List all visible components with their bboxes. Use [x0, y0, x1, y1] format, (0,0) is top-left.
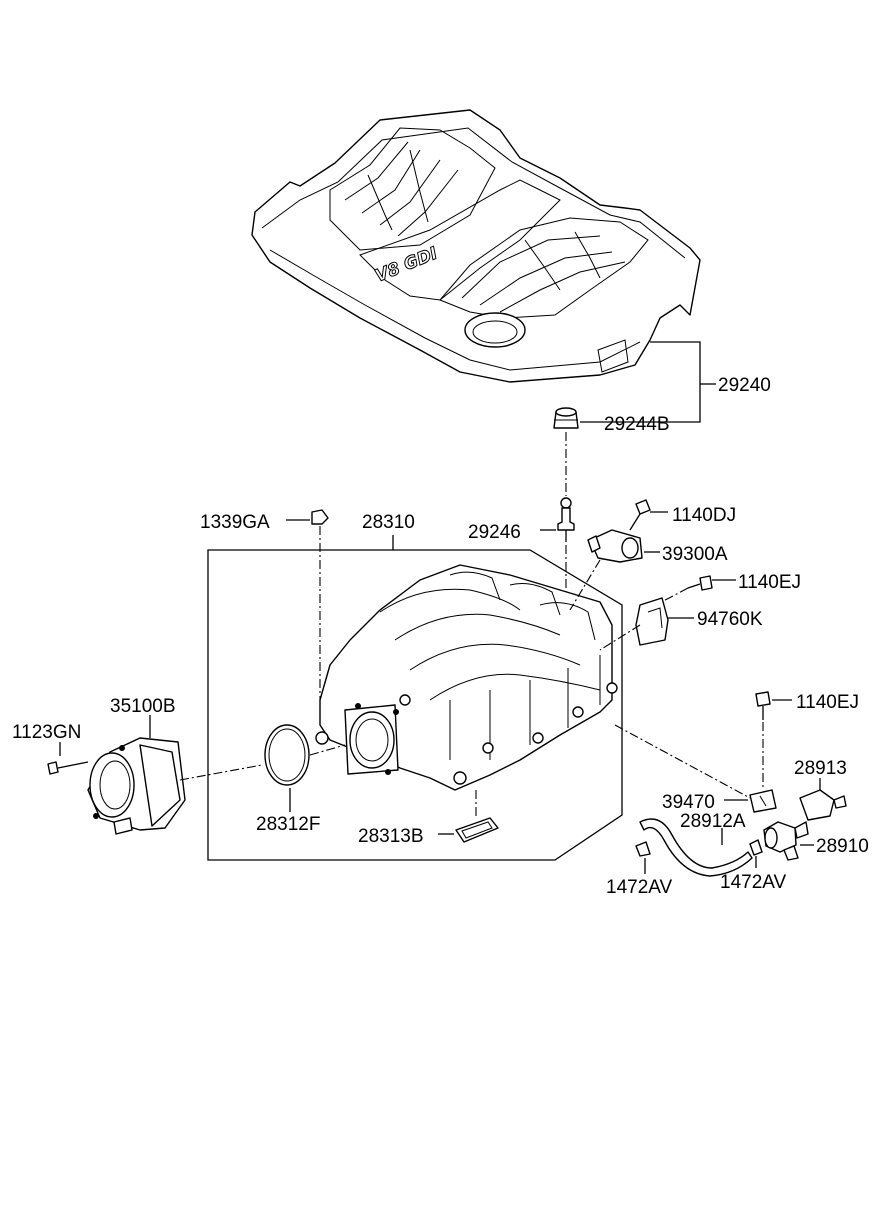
label-28913: 28913	[794, 758, 847, 779]
bolt-1339ga	[311, 509, 329, 700]
label-1472av-right: 1472AV	[720, 872, 787, 893]
valve-28913	[799, 789, 847, 821]
label-1472av-left: 1472AV	[606, 877, 673, 898]
gasket-28313b	[455, 817, 499, 843]
label-1140ej-lower: 1140EJ	[796, 692, 859, 713]
label-1123gn: 1123GN	[12, 722, 81, 743]
ball-stud	[557, 497, 575, 542]
bolt-1140dj	[629, 499, 651, 531]
assembly-box	[207, 549, 623, 861]
label-1339ga: 1339GA	[200, 512, 270, 533]
gasket-28312f	[264, 724, 310, 786]
bracket-39470	[749, 789, 777, 813]
bracket-94760k	[635, 597, 669, 646]
leader-29240	[580, 341, 701, 423]
intake-manifold	[315, 564, 618, 791]
label-28312f: 28312F	[256, 814, 320, 835]
clamp-1472av-left	[635, 841, 651, 857]
label-29244b: 29244B	[604, 414, 670, 435]
label-28912a: 28912A	[680, 811, 746, 832]
label-28910: 28910	[816, 836, 869, 857]
label-35100b: 35100B	[110, 696, 176, 717]
cover-grommet	[553, 407, 579, 429]
clamp-1472av-right	[749, 839, 763, 856]
label-94760k: 94760K	[697, 609, 763, 630]
bolt-1123gn	[47, 761, 89, 775]
sensor-39300a	[587, 529, 643, 563]
label-29246: 29246	[468, 522, 521, 543]
label-39470: 39470	[662, 792, 715, 813]
label-39300a: 39300A	[662, 544, 728, 565]
label-1140ej-upper: 1140EJ	[738, 572, 801, 593]
bolt-1140ej-upper	[687, 575, 713, 591]
label-28313b: 28313B	[358, 826, 424, 847]
engine-cover: V8 GDI	[251, 109, 701, 383]
throttle-body	[87, 737, 186, 835]
label-1140dj: 1140DJ	[672, 505, 736, 526]
valve-28910	[763, 821, 809, 861]
bolt-1140ej-lower	[755, 691, 771, 720]
hose-28912a	[639, 818, 753, 877]
label-28310: 28310	[362, 512, 415, 533]
label-29240: 29240	[718, 375, 771, 396]
